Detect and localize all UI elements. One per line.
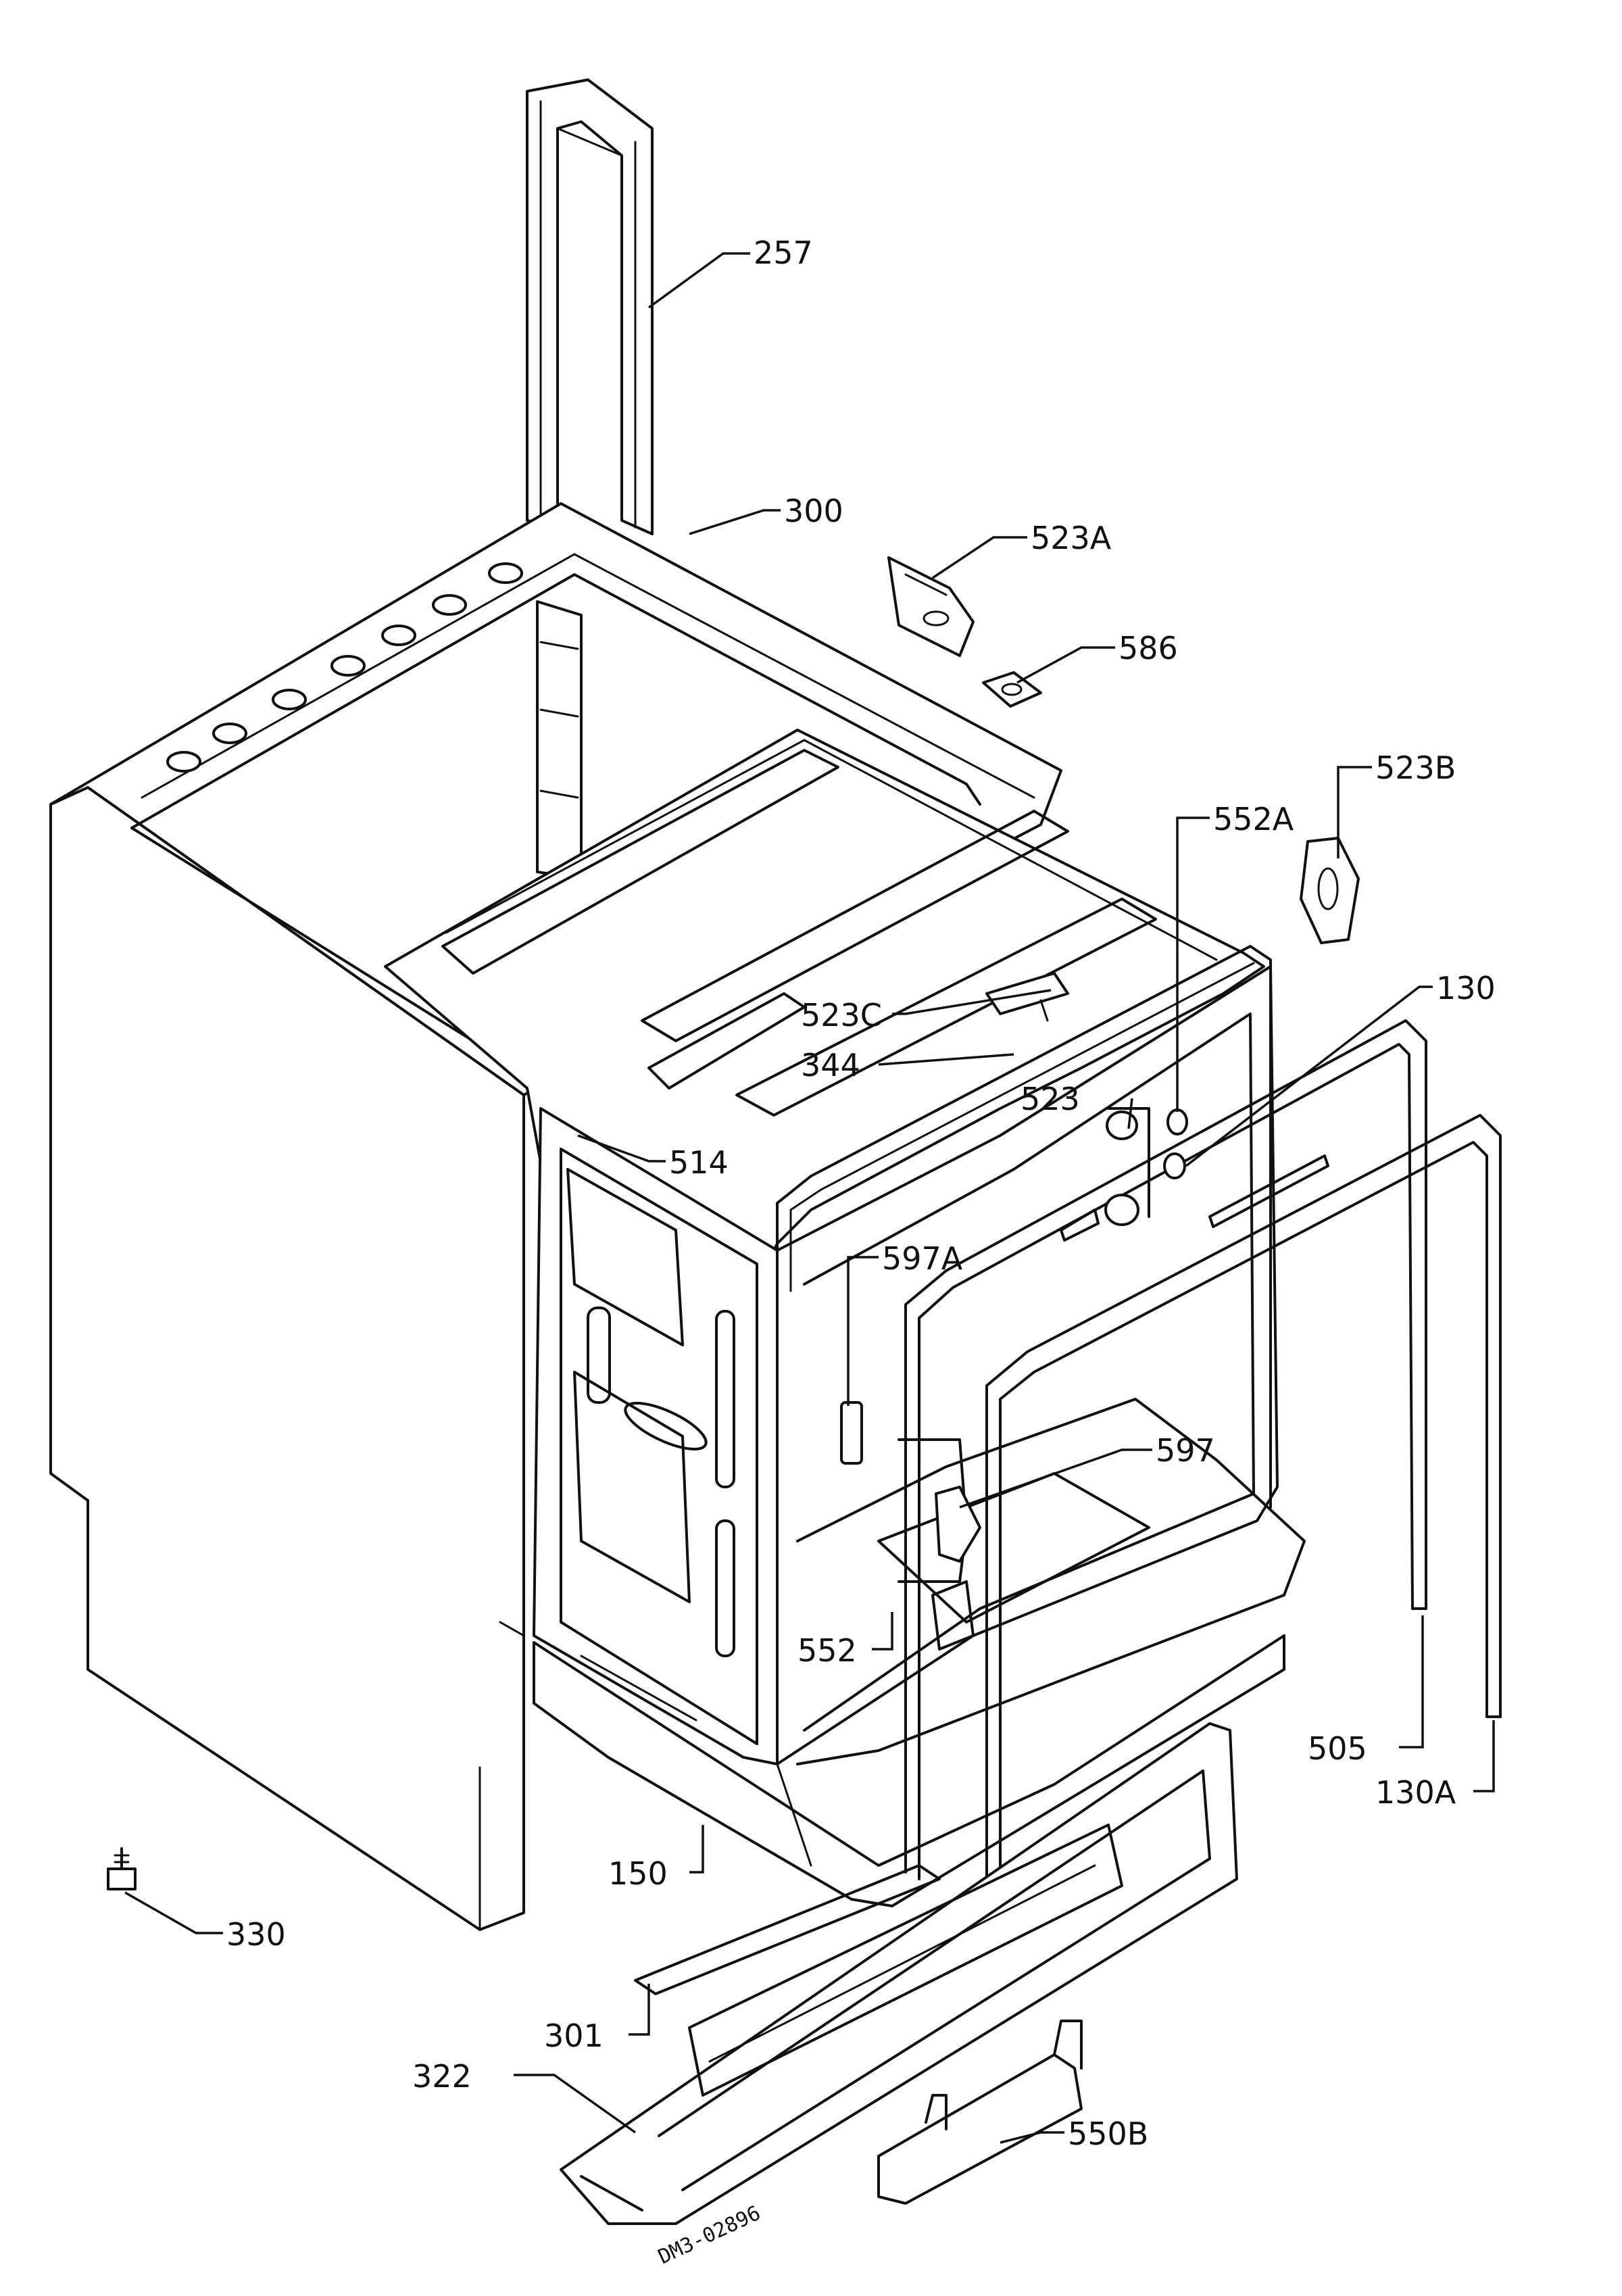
- callout-552a: 552A: [1213, 801, 1294, 837]
- part-523a-cover: [887, 556, 975, 657]
- part-330-foot: [107, 1847, 137, 1890]
- callout-130: 130: [1436, 970, 1496, 1006]
- callout-514: 514: [669, 1144, 729, 1181]
- callout-586: 586: [1119, 630, 1178, 666]
- part-552-rail: [931, 1580, 975, 1651]
- part-523-hinge: [1104, 1107, 1150, 1226]
- callout-322: 322: [412, 2058, 472, 2095]
- callout-523c: 523C: [801, 997, 882, 1033]
- callout-344: 344: [801, 1047, 860, 1083]
- callout-552: 552: [797, 1632, 857, 1669]
- callout-150: 150: [608, 1855, 668, 1892]
- callout-301: 301: [544, 2018, 604, 2054]
- callout-523a: 523A: [1031, 520, 1112, 556]
- part-322-base-frame: [560, 1722, 1238, 2225]
- part-597-hinge: [935, 1486, 981, 1563]
- part-130-ring: [1163, 1152, 1186, 1179]
- part-586-clip: [982, 671, 1042, 708]
- callout-597a: 597A: [882, 1240, 963, 1277]
- part-257-side-strip: [526, 78, 654, 535]
- callout-550b: 550B: [1068, 2116, 1148, 2152]
- part-523b-cover: [1300, 837, 1360, 944]
- tub-inner: [384, 729, 1306, 1907]
- leader-lines: [124, 252, 1495, 2144]
- callout-505: 505: [1308, 1730, 1367, 1767]
- part-300-cabinet: [49, 502, 1062, 1931]
- callout-523: 523: [1021, 1081, 1080, 1117]
- callout-597: 597: [1156, 1432, 1215, 1469]
- callout-523b: 523B: [1375, 750, 1456, 786]
- callout-130a: 130A: [1375, 1774, 1456, 1811]
- callout-257: 257: [754, 235, 813, 271]
- part-597a-bracket: [840, 1401, 863, 1465]
- callout-330: 330: [226, 1916, 286, 1953]
- part-552a-plug: [1166, 1108, 1188, 1135]
- part-550b-bracket: [877, 2020, 1083, 2205]
- callout-labels: 257 300 523A 586 523B 552A 130 523C 344 …: [226, 235, 1496, 2269]
- callout-300: 300: [784, 493, 843, 529]
